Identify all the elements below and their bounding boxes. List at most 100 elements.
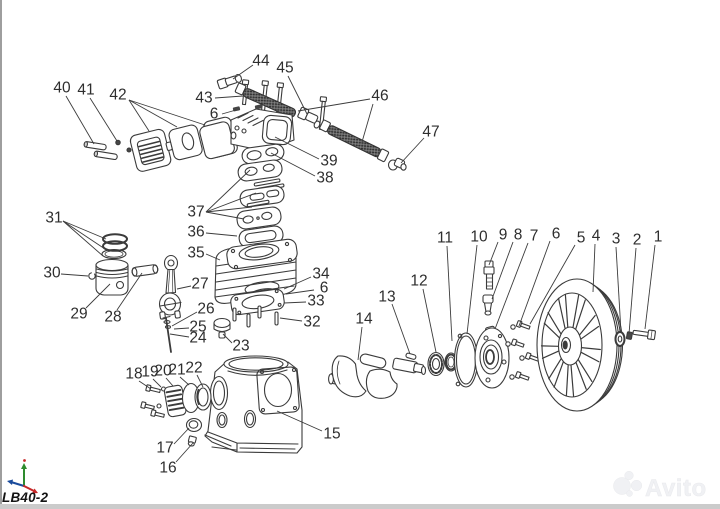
flywheel-spoke xyxy=(577,358,593,383)
leader-line-39 xyxy=(274,136,320,160)
leader-line-32 xyxy=(279,317,303,322)
flywheel-nut xyxy=(625,331,633,340)
part-label-6: 6 xyxy=(320,280,329,297)
leader-line-30 xyxy=(60,273,89,277)
leader-line-46 xyxy=(297,98,371,112)
ball-bearing xyxy=(427,351,445,377)
flywheel-spoke xyxy=(548,357,562,380)
air-filter-housing xyxy=(199,116,238,160)
part-label-6: 6 xyxy=(552,226,561,243)
flywheel-spokes xyxy=(540,293,601,397)
flywheel xyxy=(536,278,624,412)
leader-line-10 xyxy=(466,244,478,335)
leader-line-36 xyxy=(205,232,238,237)
leader-line-24 xyxy=(169,333,190,338)
braided-hose-1 xyxy=(234,82,321,129)
flywheel-spoke xyxy=(553,360,565,388)
flywheel-spoke xyxy=(580,347,601,351)
leader-line-37 xyxy=(205,211,245,220)
part-label-7: 7 xyxy=(530,228,539,245)
leader-line-38 xyxy=(270,152,316,177)
leader-line-26 xyxy=(171,311,198,327)
part-label-9: 9 xyxy=(499,227,508,244)
part-label-26: 26 xyxy=(197,301,214,318)
part-label-16: 16 xyxy=(159,460,176,477)
part-label-46: 46 xyxy=(371,88,388,105)
dowel-pins xyxy=(83,141,118,161)
leader-line-6 xyxy=(285,289,315,295)
model-code-label: LB40-2 xyxy=(2,490,49,505)
leader-line-13 xyxy=(391,303,411,355)
part-label-13: 13 xyxy=(378,289,395,306)
piston-rings xyxy=(101,233,128,260)
leader-line-4 xyxy=(592,243,596,293)
part-label-32: 32 xyxy=(303,314,320,331)
shaft-key xyxy=(405,352,417,360)
flywheel-spoke xyxy=(575,361,587,390)
part-label-18: 18 xyxy=(125,366,142,383)
leader-line-14 xyxy=(357,326,363,361)
part-label-22: 22 xyxy=(185,360,202,377)
leader-line-37 xyxy=(205,192,257,213)
leader-line-34 xyxy=(283,276,312,290)
part-label-14: 14 xyxy=(355,311,373,328)
leader-line-15 xyxy=(276,410,323,432)
flywheel-spoke xyxy=(541,350,560,359)
part-label-47: 47 xyxy=(422,124,439,141)
flywheel-bolt xyxy=(632,329,656,341)
leader-line-19 xyxy=(152,378,162,388)
leader-line-22 xyxy=(196,374,204,388)
flywheel-washer xyxy=(614,331,626,347)
leader-line-17 xyxy=(173,427,190,445)
cover-gasket xyxy=(453,332,479,388)
oil-fill-plug xyxy=(185,417,203,433)
leader-line-47 xyxy=(400,137,425,164)
leader-line-6 xyxy=(221,109,237,115)
part-label-45: 45 xyxy=(276,60,293,77)
leader-line-41 xyxy=(89,97,118,142)
air-filter-grille-cover xyxy=(129,128,173,172)
piston-pin xyxy=(131,264,159,277)
part-label-24: 24 xyxy=(189,330,207,347)
leader-line-6 xyxy=(518,240,551,327)
part-label-10: 10 xyxy=(470,229,488,246)
hose-fitting xyxy=(387,157,407,171)
part-label-19: 19 xyxy=(141,364,158,381)
leader-line-11 xyxy=(446,245,453,342)
part-label-23: 23 xyxy=(232,338,249,355)
part-label-17: 17 xyxy=(156,440,173,457)
leader-line-33 xyxy=(283,301,307,304)
part-label-29: 29 xyxy=(70,306,87,323)
part-label-33: 33 xyxy=(307,293,324,310)
flywheel-spoke xyxy=(547,311,562,335)
leader-line-37 xyxy=(205,169,251,213)
part-label-34: 34 xyxy=(312,266,330,283)
cad-axis-triad xyxy=(7,459,38,494)
piston xyxy=(95,258,129,296)
part-label-41: 41 xyxy=(77,82,94,99)
leader-line-44 xyxy=(232,64,254,80)
screw-dot xyxy=(115,139,121,146)
leader-line-21 xyxy=(179,376,190,386)
leader-line-5 xyxy=(529,244,576,325)
flywheel-spoke xyxy=(574,299,586,330)
leader-line-1 xyxy=(644,244,656,330)
leader-line-28 xyxy=(116,272,143,311)
leader-line-9 xyxy=(488,241,499,266)
leader-line-31 xyxy=(62,220,107,240)
leader-line-40 xyxy=(65,95,95,145)
unloader-fitting-bottom xyxy=(482,294,494,316)
leader-line-35 xyxy=(205,253,221,261)
part-label-4: 4 xyxy=(592,228,601,245)
flywheel-spoke xyxy=(580,351,600,363)
mounting-studs xyxy=(232,305,279,328)
part-label-2: 2 xyxy=(633,232,642,249)
part-label-40: 40 xyxy=(53,80,71,97)
leader-line-7 xyxy=(494,242,529,330)
photo-bottom-border xyxy=(0,504,720,509)
leader-line-16 xyxy=(175,442,194,463)
braided-hose-2 xyxy=(319,119,390,163)
leader-line-31 xyxy=(62,220,104,257)
